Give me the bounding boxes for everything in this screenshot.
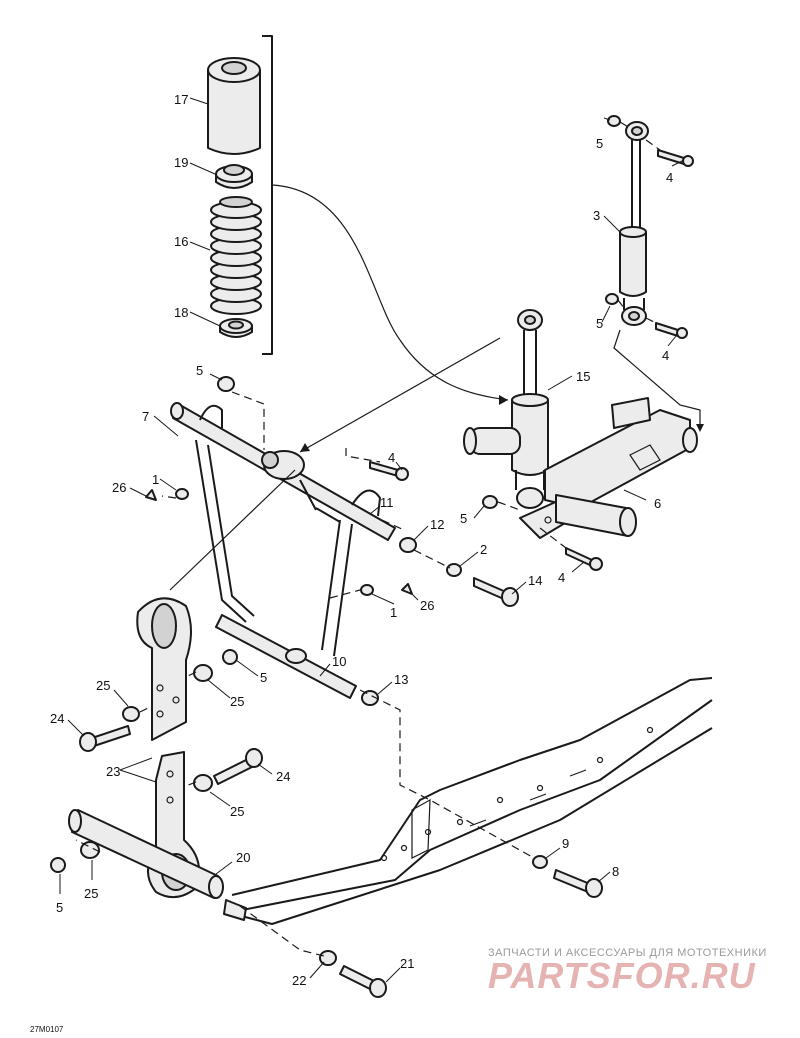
link-arm-upper — [136, 597, 192, 741]
washer-25c — [193, 774, 213, 792]
callout-8: 8 — [612, 864, 619, 879]
bolt-14 — [473, 577, 519, 607]
callout-11: 11 — [380, 495, 394, 510]
callout-19: 19 — [174, 155, 188, 170]
nut-5-link — [222, 649, 238, 665]
callout-26: 26 — [420, 598, 434, 613]
nut-5-mid — [605, 293, 619, 305]
washer-25d — [80, 841, 100, 859]
callout-5: 5 — [596, 316, 603, 331]
callout-20: 20 — [236, 850, 250, 865]
callout-4: 4 — [388, 450, 395, 465]
cap-26a — [145, 489, 157, 501]
kit-bracket — [262, 35, 273, 355]
bolt-21 — [339, 965, 387, 998]
callout-5: 5 — [56, 900, 63, 915]
nut-5-frame — [482, 495, 498, 509]
bolt-4-frame — [565, 547, 603, 571]
callout-12: 12 — [430, 517, 444, 532]
callout-14: 14 — [528, 573, 542, 588]
callout-25: 25 — [230, 804, 244, 819]
callout-24: 24 — [50, 711, 64, 726]
nut-5-top — [607, 115, 621, 127]
callout-25: 25 — [84, 886, 98, 901]
assembly-lines — [75, 121, 661, 957]
leader-lines — [59, 97, 685, 983]
nut-5-aarm — [217, 376, 235, 392]
bolt-24b — [213, 748, 263, 785]
callout-10: 10 — [332, 654, 346, 669]
callout-1: 1 — [390, 605, 397, 620]
drawing-code: 27M0107 — [30, 1025, 64, 1034]
a-arm-7 — [170, 402, 396, 699]
shock-absorber-3 — [619, 121, 649, 326]
bolt-24a — [79, 725, 131, 752]
callout-4: 4 — [662, 348, 669, 363]
watermark-caption: ЗАПЧАСТИ И АКСЕССУАРЫ ДЛЯ МОТОТЕХНИКИ — [488, 947, 767, 959]
callout-5: 5 — [460, 511, 467, 526]
callout-16: 16 — [174, 234, 188, 249]
callout-15: 15 — [576, 369, 590, 384]
washer-9 — [532, 855, 548, 869]
callout-25: 25 — [96, 678, 110, 693]
washer-25b — [122, 706, 140, 722]
callout-18: 18 — [174, 305, 188, 320]
callout-2: 2 — [480, 542, 487, 557]
bolt-4-mid — [655, 322, 688, 339]
coil-spring-16 — [210, 196, 262, 315]
watermark-brand: PARTSFOR.RU — [488, 955, 756, 996]
callout-5: 5 — [596, 136, 603, 151]
grease-fitting-1b — [360, 584, 374, 596]
callout-25: 25 — [230, 694, 244, 709]
shock3-to-frame-line — [613, 329, 701, 426]
callout-17: 17 — [174, 92, 188, 107]
callout-9: 9 — [562, 836, 569, 851]
washer-2 — [446, 563, 462, 577]
slide-rail — [223, 677, 713, 925]
callout-21: 21 — [400, 956, 414, 971]
callout-5: 5 — [196, 363, 203, 378]
callout-1: 1 — [152, 472, 159, 487]
callout-3: 3 — [593, 208, 600, 223]
stopper-18 — [219, 318, 253, 338]
cap-26b — [401, 583, 413, 595]
shock-absorber-15 — [511, 309, 549, 509]
rear-arm-frame-6 — [463, 397, 698, 539]
callout-5: 5 — [260, 670, 267, 685]
bolt-8 — [553, 869, 603, 898]
bushing-12 — [399, 537, 417, 553]
grease-fitting-1a — [175, 488, 189, 500]
bolt-4-aarm — [369, 461, 409, 481]
bolt-4-top — [657, 149, 694, 167]
bushing-13 — [361, 690, 379, 706]
callout-labels: 17 19 16 18 5 4 3 5 4 15 5 7 4 1 26 11 1… — [50, 92, 673, 988]
callout-23: 23 — [106, 764, 120, 779]
callout-6: 6 — [654, 496, 661, 511]
callout-7: 7 — [142, 409, 149, 424]
callout-24: 24 — [276, 769, 290, 784]
nut-5-shaft — [50, 857, 66, 873]
callout-26: 26 — [112, 480, 126, 495]
callout-4: 4 — [666, 170, 673, 185]
boot-17 — [207, 57, 261, 155]
washer-25a — [193, 664, 213, 682]
callout-4: 4 — [558, 570, 565, 585]
spring-seat-19 — [215, 164, 253, 189]
washer-22 — [319, 950, 337, 966]
cross-shaft-20 — [68, 809, 224, 899]
callout-22: 22 — [292, 973, 306, 988]
kit-to-shock-arrow — [271, 184, 509, 401]
callout-13: 13 — [394, 672, 408, 687]
